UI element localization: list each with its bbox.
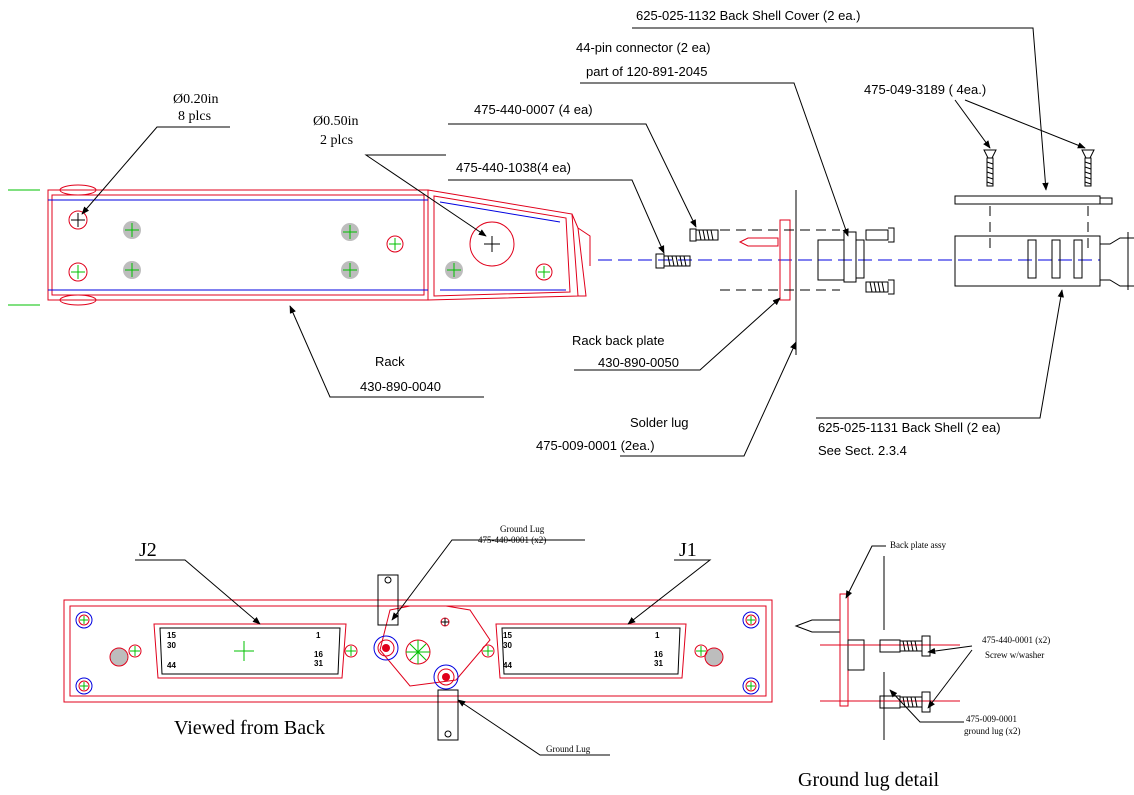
j2-pin-30: 30 <box>167 641 176 650</box>
back-panel-view <box>63 574 773 741</box>
detail-screw-part-number: 475-440-0001 (x2) <box>982 635 1050 645</box>
back-plate-assy-label: Back plate assy <box>890 540 946 550</box>
viewed-from-back-caption: Viewed from Back <box>174 717 325 739</box>
screw-3189-label: 475-049-3189 ( 4ea.) <box>864 82 986 97</box>
back-shell-cover-label: 625-025-1132 Back Shell Cover (2 ea.) <box>636 8 861 23</box>
rack-label: Rack <box>375 354 405 369</box>
j2-pin-16: 16 <box>314 650 323 659</box>
exploded-parts <box>655 149 1134 355</box>
back-shell-reference: See Sect. 2.3.4 <box>818 443 907 458</box>
j1-pin-44: 44 <box>503 661 512 670</box>
screw-475-440-0007 <box>689 228 719 242</box>
j2-pin-44: 44 <box>167 661 176 670</box>
ground-lug-top-part-number: 475-440-0001 (x2) <box>478 535 546 545</box>
ground-lug-detail-caption: Ground lug detail <box>798 769 940 791</box>
back-shell-label: 625-025-1131 Back Shell (2 ea) <box>818 420 1001 435</box>
rack-back-plate-part-number: 430-890-0050 <box>598 355 679 370</box>
j1-label: J1 <box>679 539 697 561</box>
detail-lug-label: ground lug (x2) <box>964 726 1021 736</box>
hole-large-dia: Ø0.50in <box>313 114 359 129</box>
connector-part-number: part of 120-891-2045 <box>586 64 707 79</box>
rack-side-view <box>8 184 591 306</box>
j1-pin-16: 16 <box>654 650 663 659</box>
hole-small-count: 8 plcs <box>178 109 211 124</box>
screw-475-049-3189-right <box>1081 149 1095 187</box>
j1-pin-30: 30 <box>503 641 512 650</box>
hole-small-dia: Ø0.20in <box>173 92 219 107</box>
screw-1038-label: 475-440-1038(4 ea) <box>456 160 571 175</box>
leader-lines-top <box>81 27 1086 457</box>
solder-lug-label: Solder lug <box>630 415 689 430</box>
detail-lug-part-number: 475-009-0001 <box>966 714 1017 724</box>
ground-lug-bottom-label: Ground Lug <box>546 744 591 754</box>
j1-pin-15: 15 <box>503 631 512 640</box>
connector-label: 44-pin connector (2 ea) <box>576 40 710 55</box>
screw-0007-label: 475-440-0007 (4 ea) <box>474 102 593 117</box>
j2-pin-31: 31 <box>314 659 323 668</box>
rack-back-plate-label: Rack back plate <box>572 333 665 348</box>
hole-large-count: 2 plcs <box>320 133 353 148</box>
detail-screw-label: Screw w/washer <box>985 650 1044 660</box>
j1-pin-31: 31 <box>654 659 663 668</box>
j2-label: J2 <box>139 539 157 561</box>
j1-pin-1: 1 <box>655 631 660 640</box>
j2-pin-15: 15 <box>167 631 176 640</box>
ground-lug-top-label: Ground Lug <box>500 524 545 534</box>
leader-lines-bottom <box>135 539 712 756</box>
screw-475-049-3189-left <box>983 149 997 187</box>
ground-lug-detail <box>794 556 960 740</box>
j2-pin-1: 1 <box>316 631 321 640</box>
rack-part-number: 430-890-0040 <box>360 379 441 394</box>
screw-475-440-1038 <box>655 253 691 269</box>
solder-lug-part-number: 475-009-0001 (2ea.) <box>536 438 655 453</box>
leader-lines-detail <box>845 545 973 723</box>
